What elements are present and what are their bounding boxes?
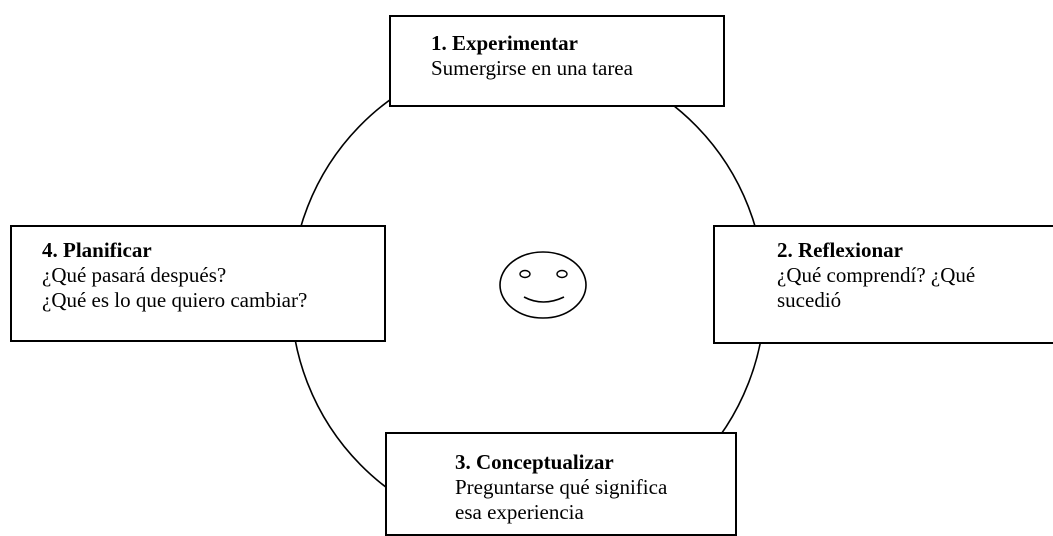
- step-box-planificar: 4. Planificar ¿Qué pasará después? ¿Qué …: [10, 225, 386, 342]
- step-title: 1. Experimentar: [431, 31, 578, 55]
- step-title: 2. Reflexionar: [777, 238, 903, 262]
- step-box-reflexionar: 2. Reflexionar ¿Qué comprendí? ¿Qué suce…: [713, 225, 1053, 344]
- step-description: ¿Qué es lo que quiero cambiar?: [42, 288, 308, 312]
- step-title: 3. Conceptualizar: [455, 450, 614, 474]
- step-description: Preguntarse qué significa: [455, 475, 668, 499]
- step-description: ¿Qué pasará después?: [42, 263, 227, 287]
- step-description: esa experiencia: [455, 500, 584, 524]
- step-description: ¿Qué comprendí? ¿Qué: [777, 263, 976, 287]
- step-title: 4. Planificar: [42, 238, 152, 262]
- smiley-face-icon: [499, 251, 587, 319]
- step-description: Sumergirse en una tarea: [431, 56, 633, 80]
- step-description: sucedió: [777, 288, 842, 312]
- step-box-conceptualizar: 3. Conceptualizar Preguntarse qué signif…: [385, 432, 737, 536]
- step-box-experimentar: 1. Experimentar Sumergirse en una tarea: [389, 15, 725, 107]
